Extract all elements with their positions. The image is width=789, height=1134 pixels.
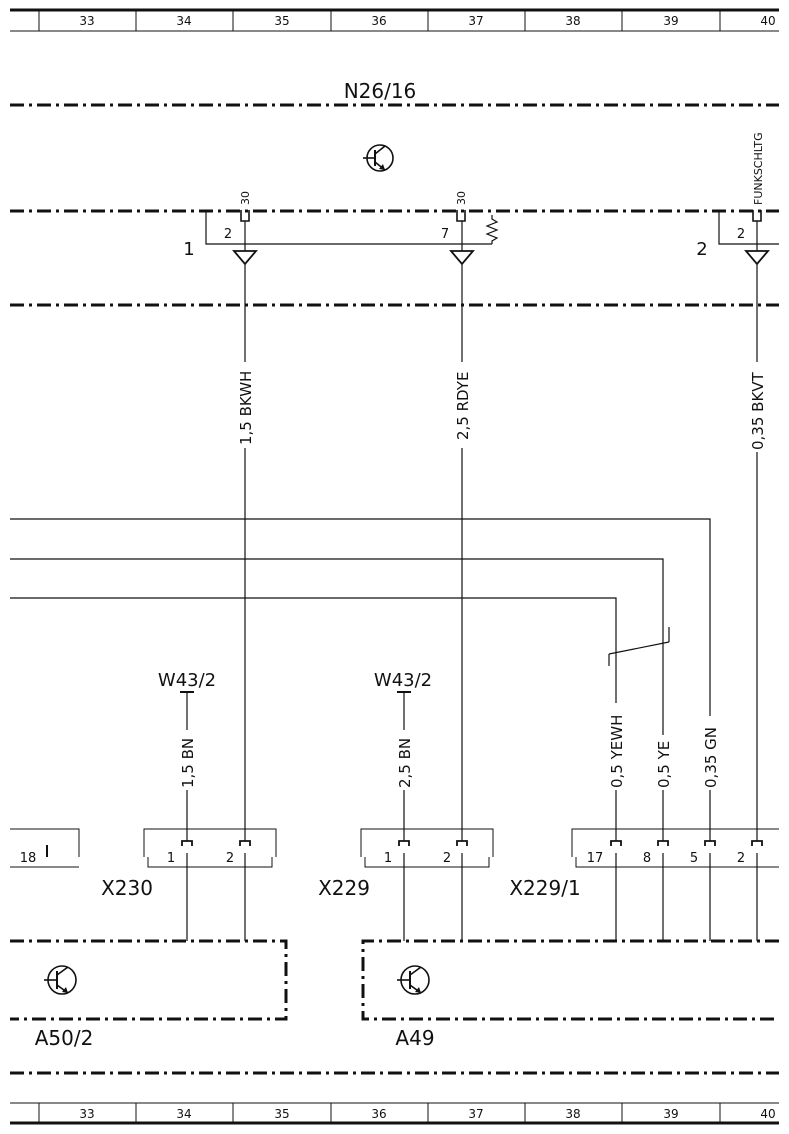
ruler-col-40: 40 <box>760 14 775 28</box>
x229-pin-2: 2 <box>443 851 451 866</box>
wire-label-1-5-bkwh: 1,5 BKWH <box>237 371 255 445</box>
x229-1-pin-17: 17 <box>587 851 604 866</box>
connector-x229-1 <box>571 828 779 868</box>
bottom-ruler: 33 34 35 36 37 38 39 40 <box>10 1102 779 1125</box>
ruler-col-38: 38 <box>565 1107 580 1121</box>
module-a49: A49 <box>361 939 779 1050</box>
x229-1-label: X229/1 <box>509 876 580 900</box>
connector-left-partial: 18 <box>10 828 80 868</box>
module-n26-16: N26/16 30 30 FUNKSCHLTG 2 7 2 1 2 <box>10 79 779 307</box>
x229-pin-1: 1 <box>384 851 392 866</box>
ruler-col-35: 35 <box>274 14 289 28</box>
ground-w43-2-b: W43/2 <box>374 670 432 691</box>
ruler-col-36: 36 <box>371 14 386 28</box>
ruler-col-37: 37 <box>468 14 483 28</box>
connector-pin-icon <box>181 840 763 846</box>
n26-term-30-b: 30 <box>455 191 468 205</box>
ruler-col-34: 34 <box>176 1107 191 1121</box>
x230-pin-1: 1 <box>167 851 175 866</box>
ruler-col-34: 34 <box>176 14 191 28</box>
x229-1-pin-2: 2 <box>737 851 745 866</box>
resistor-icon <box>485 215 499 244</box>
n26-pin-7: 7 <box>441 227 449 242</box>
ruler-col-37: 37 <box>468 1107 483 1121</box>
wire-label-2-5-bn: 2,5 BN <box>396 738 414 788</box>
n26-term-funk: FUNKSCHLTG <box>752 132 765 205</box>
wire-lines <box>10 221 758 941</box>
x229-1-pin-5: 5 <box>690 851 698 866</box>
ruler-col-36: 36 <box>371 1107 386 1121</box>
n26-label: N26/16 <box>344 79 417 103</box>
wire-label-0-5-yewh: 0,5 YEWH <box>608 715 626 788</box>
ruler-col-39: 39 <box>663 14 678 28</box>
n26-pin-2: 2 <box>224 227 232 242</box>
ruler-col-38: 38 <box>565 14 580 28</box>
top-ruler: 33 34 35 36 37 38 39 40 <box>10 8 779 32</box>
output-triangle-icon <box>232 250 770 266</box>
ruler-col-40: 40 <box>760 1107 775 1121</box>
x230-pin-2: 2 <box>226 851 234 866</box>
wire-label-0-35-gn: 0,35 GN <box>702 727 720 788</box>
connector-x230 <box>143 828 277 868</box>
n26-group-1: 1 <box>183 239 194 260</box>
x229-label: X229 <box>318 876 370 900</box>
ruler-col-35: 35 <box>274 1107 289 1121</box>
n26-term-30-a: 30 <box>239 191 252 205</box>
ruler-col-33: 33 <box>79 14 94 28</box>
connector-x229 <box>360 828 494 868</box>
left-connector-pin-18: 18 <box>20 851 37 866</box>
x230-label: X230 <box>101 876 153 900</box>
n26-pin-2b: 2 <box>737 227 745 242</box>
wire-label-0-5-ye: 0,5 YE <box>655 741 673 788</box>
ground-w43-2-a: W43/2 <box>158 670 216 691</box>
wire-label-2-5-rdye: 2,5 RDYE <box>454 372 472 440</box>
transistor-icon <box>397 965 430 995</box>
n26-group-2: 2 <box>696 239 707 260</box>
x229-1-pin-8: 8 <box>643 851 651 866</box>
a50-2-label: A50/2 <box>35 1026 94 1050</box>
a49-label: A49 <box>395 1026 434 1050</box>
ruler-col-39: 39 <box>663 1107 678 1121</box>
module-a50-2: A50/2 <box>10 939 288 1050</box>
transistor-icon <box>44 965 77 995</box>
wire-label-0-35-bkvt: 0,35 BKVT <box>749 371 767 450</box>
wire-label-1-5-bn: 1,5 BN <box>179 738 197 788</box>
transistor-icon <box>363 144 394 172</box>
ruler-col-33: 33 <box>79 1107 94 1121</box>
